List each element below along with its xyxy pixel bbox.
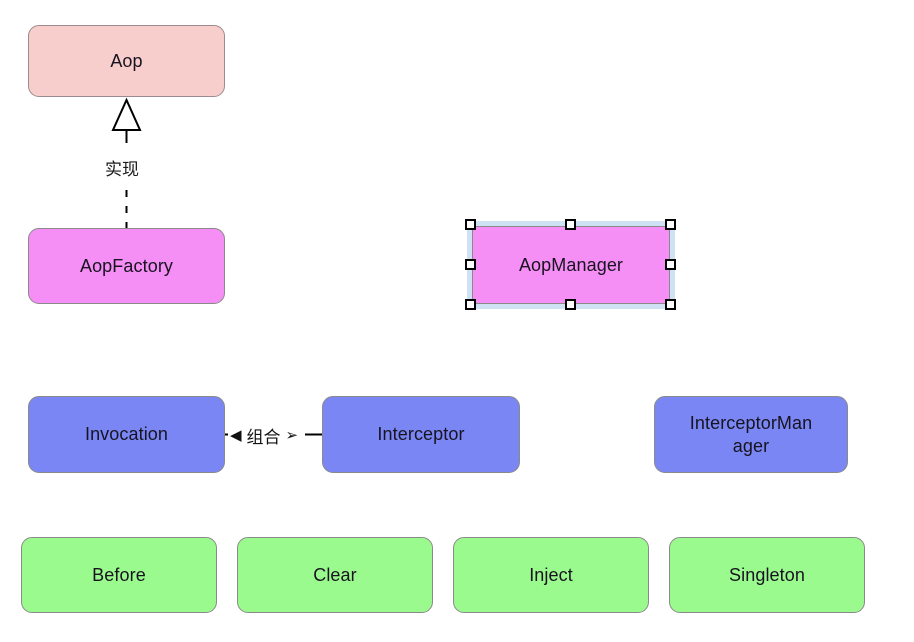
selection-group-aopmanager[interactable]: AopManager [467, 221, 675, 309]
node-before[interactable]: Before [21, 537, 217, 613]
hollow-triangle-arrowhead [111, 97, 142, 131]
edge-label-realization: 实现 [103, 155, 141, 180]
node-before-label: Before [92, 564, 146, 585]
edge-label-composition: ◀ 组合 ➢ [228, 423, 301, 448]
handle-se[interactable] [665, 299, 676, 310]
node-singleton-label: Singleton [729, 564, 805, 585]
handle-s[interactable] [565, 299, 576, 310]
edge-label-composition-text: 组合 [246, 428, 281, 447]
node-aopmanager[interactable]: AopManager [472, 226, 670, 304]
node-interceptormanager-label: InterceptorMan ager [689, 413, 813, 456]
edge-label-realization-text: 实现 [105, 160, 139, 179]
node-singleton[interactable]: Singleton [669, 537, 865, 613]
node-aopfactory[interactable]: AopFactory [28, 228, 225, 304]
filled-left-triangle-icon: ◀ [230, 427, 242, 444]
node-aop-label: Aop [110, 50, 143, 71]
node-aopfactory-label: AopFactory [79, 255, 174, 276]
handle-sw[interactable] [465, 299, 476, 310]
handle-e[interactable] [665, 259, 676, 270]
node-clear-label: Clear [313, 564, 357, 585]
handle-w[interactable] [465, 259, 476, 270]
handle-n[interactable] [565, 219, 576, 230]
open-right-arrow-icon: ➢ [285, 427, 299, 444]
node-inject[interactable]: Inject [453, 537, 649, 613]
node-clear[interactable]: Clear [237, 537, 433, 613]
handle-nw[interactable] [465, 219, 476, 230]
node-aopmanager-label: AopManager [518, 254, 624, 275]
node-interceptormanager[interactable]: InterceptorMan ager [654, 396, 848, 473]
handle-ne[interactable] [665, 219, 676, 230]
node-invocation[interactable]: Invocation [28, 396, 225, 473]
node-interceptor-label: Interceptor [377, 424, 465, 445]
node-invocation-label: Invocation [84, 424, 169, 445]
node-aop[interactable]: Aop [28, 25, 225, 97]
node-interceptor[interactable]: Interceptor [322, 396, 520, 473]
node-inject-label: Inject [529, 564, 573, 585]
